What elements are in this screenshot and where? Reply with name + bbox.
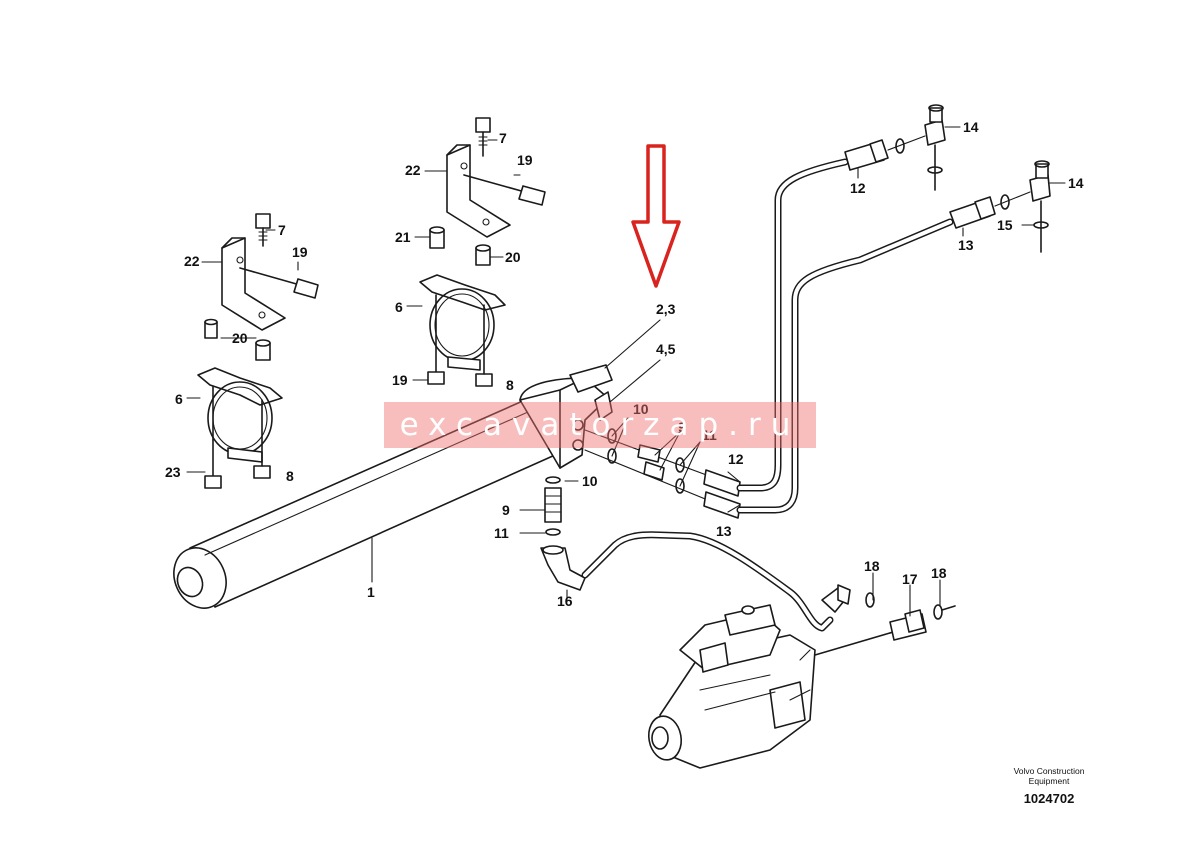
watermark-banner: excavatorzap.ru xyxy=(384,402,816,448)
callout-13-upper: 13 xyxy=(958,237,974,253)
callout-6-center: 6 xyxy=(395,299,403,315)
callout-11-collar: 11 xyxy=(702,427,717,443)
callout-17: 17 xyxy=(902,571,918,587)
main-tube-part xyxy=(173,399,556,609)
callout-21: 21 xyxy=(395,229,411,245)
callout-labels: 1 2,3 4,5 6 6 7 7 8 8 9 9 10 10 11 11 12… xyxy=(165,119,1084,609)
callout-13-lower: 13 xyxy=(716,523,732,539)
callout-9-vertical: 9 xyxy=(502,502,510,518)
collar-fittings xyxy=(540,428,741,591)
callout-10-vertical: 10 xyxy=(582,473,598,489)
callout-4-5: 4,5 xyxy=(656,341,676,357)
callout-22-center: 22 xyxy=(405,162,421,178)
callout-18-right: 18 xyxy=(931,565,947,581)
callout-7-center: 7 xyxy=(499,130,507,146)
callout-15: 15 xyxy=(997,217,1013,233)
view-direction-arrow xyxy=(631,144,681,288)
callout-1: 1 xyxy=(367,584,375,600)
callout-20-center: 20 xyxy=(505,249,521,265)
collar-block-part xyxy=(519,364,613,469)
center-clamp-assembly xyxy=(419,117,546,387)
callout-11-vertical: 11 xyxy=(494,525,509,541)
callout-19-bottom: 19 xyxy=(392,372,408,388)
manufacturer-label: Volvo Construction Equipment xyxy=(1013,766,1085,786)
left-clamp-assembly xyxy=(197,213,319,489)
callout-7-left: 7 xyxy=(278,222,286,238)
callout-8-left: 8 xyxy=(286,468,294,484)
drawing-number: 1024702 xyxy=(1023,791,1075,806)
callout-2-3: 2,3 xyxy=(656,301,676,317)
callout-20-left: 20 xyxy=(232,330,248,346)
callout-12-upper: 12 xyxy=(850,180,866,196)
callout-14-upper: 14 xyxy=(963,119,979,135)
callout-6-left: 6 xyxy=(175,391,183,407)
leader-lines xyxy=(186,126,1066,617)
callout-8-center: 8 xyxy=(506,377,514,393)
callout-22-left: 22 xyxy=(184,253,200,269)
hydraulic-pump-part xyxy=(647,584,956,769)
callout-23: 23 xyxy=(165,464,181,480)
callout-18-left: 18 xyxy=(864,558,880,574)
callout-19-left: 19 xyxy=(292,244,308,260)
callout-16: 16 xyxy=(557,593,573,609)
callout-19-top: 19 xyxy=(517,152,533,168)
callout-14-lower: 14 xyxy=(1068,175,1084,191)
hoses xyxy=(581,158,954,632)
upper-right-fittings xyxy=(844,104,1051,253)
callout-9-collar: 9 xyxy=(678,419,686,435)
callout-10-collar: 10 xyxy=(633,401,649,417)
callout-12-lower: 12 xyxy=(728,451,744,467)
